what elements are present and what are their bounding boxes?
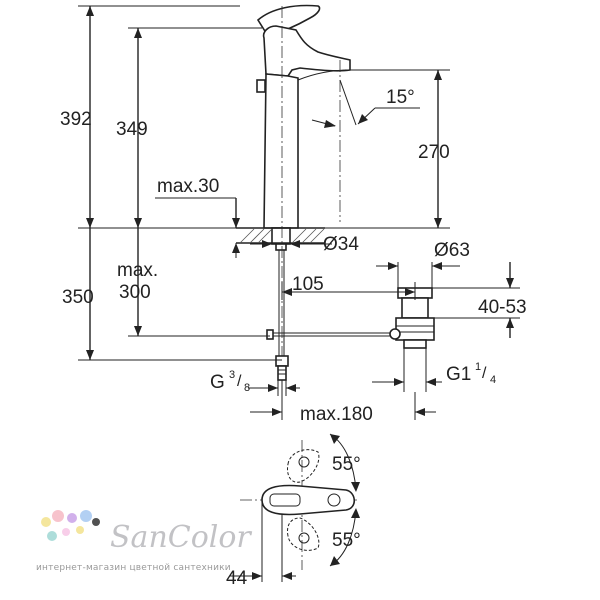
faucet-body [256, 4, 351, 251]
dim-55-top [329, 433, 360, 492]
dim-g38-num: 3 [229, 369, 235, 381]
dim-270 [325, 69, 450, 229]
dim-g38-den: 8 [244, 382, 250, 394]
dim-55-top-label: 55° [332, 454, 361, 475]
dim-max180 [250, 380, 436, 420]
dim-g1-label: G1 [446, 364, 471, 385]
dim-40-53 [432, 262, 520, 338]
dim-g38-label: G [210, 372, 225, 393]
dim-105 [281, 282, 416, 300]
waste-valve [389, 287, 435, 349]
dim-55-bottom-label: 55° [332, 530, 361, 551]
dim-g38 [248, 380, 300, 396]
dim-max30 [155, 197, 240, 258]
dim-105-label: 105 [292, 274, 324, 295]
dim-392 [78, 5, 240, 228]
supply-hoses [275, 250, 289, 381]
dim-44 [230, 500, 296, 582]
dim-max180-label: max.180 [300, 404, 373, 425]
dim-max300 [128, 228, 270, 337]
dim-350-label: 350 [62, 287, 94, 308]
dim-max30-label: max.30 [157, 176, 219, 197]
dim-15deg-label: 15° [386, 87, 415, 108]
dim-350 [78, 228, 282, 361]
dim-dia63 [376, 262, 460, 288]
dim-349 [128, 27, 262, 228]
dim-270-label: 270 [418, 142, 450, 163]
dim-349-label: 349 [116, 119, 148, 140]
svg-text:/: / [482, 365, 487, 382]
dim-g1-14 [372, 348, 442, 392]
watermark-dots [41, 510, 100, 541]
lever-top-view [240, 440, 360, 570]
dim-max300-line1: max. [117, 260, 158, 281]
dim-dia63-label: Ø63 [434, 240, 470, 261]
dim-max300-line2: 300 [119, 282, 151, 303]
dim-44-label: 44 [226, 568, 248, 589]
watermark-brand: SanColor [110, 520, 252, 555]
countertop [236, 227, 325, 244]
svg-text:/: / [237, 373, 242, 390]
dim-g1-num: 1 [475, 361, 481, 373]
dim-392-label: 392 [60, 109, 92, 130]
watermark: SanColor интернет-магазин цветной сантех… [36, 510, 252, 573]
dim-dia34 [250, 240, 332, 248]
watermark-tagline: интернет-магазин цветной сантехники [36, 563, 231, 573]
dim-g1-den: 4 [490, 374, 496, 386]
dim-40-53-label: 40-53 [478, 297, 527, 318]
dim-15deg [311, 79, 420, 128]
dim-dia34-label: Ø34 [323, 234, 359, 255]
dim-55-bottom [329, 508, 360, 567]
